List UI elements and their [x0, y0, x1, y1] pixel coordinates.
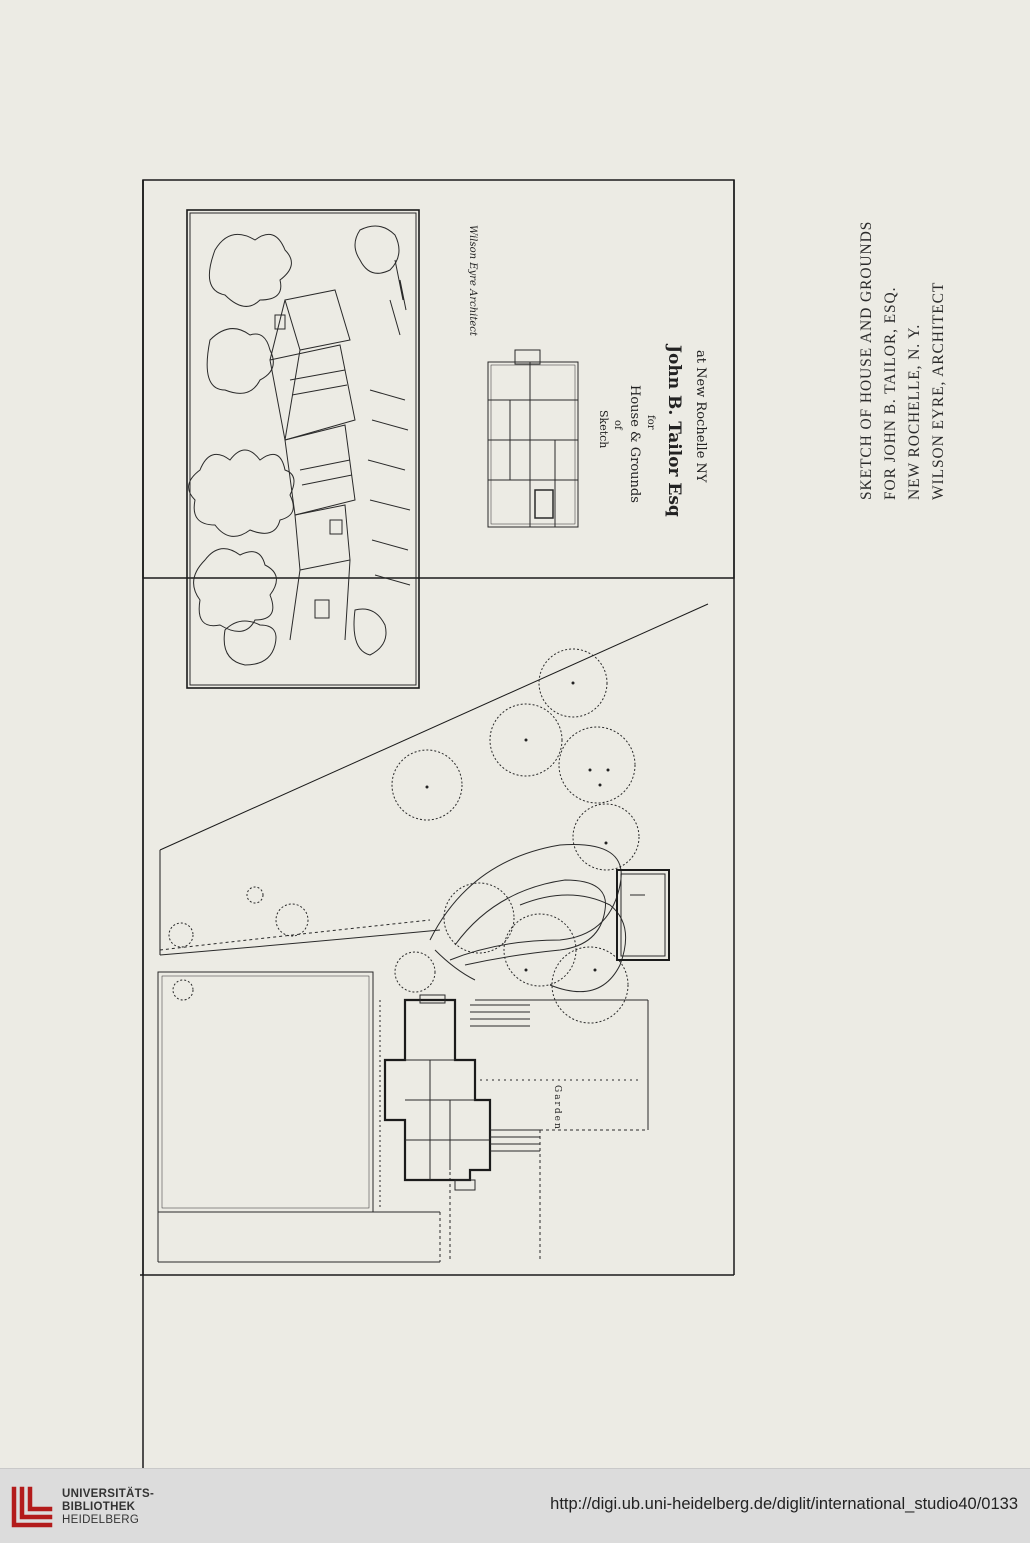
sketch-title-line-1: Sketch: [597, 410, 610, 449]
caption-line-4: WILSON EYRE, ARCHITECT: [930, 281, 947, 500]
lower-lot: [157, 971, 541, 1263]
property-line: [159, 603, 709, 851]
perspective-sketch: [186, 209, 420, 689]
garden-enclosure: [475, 999, 649, 1131]
sketch-title-line-3: House & Grounds: [627, 385, 642, 503]
viewer-footer: UNIVERSITÄTS- BIBLIOTHEK HEIDELBERG http…: [0, 1468, 1030, 1543]
trees: [168, 648, 640, 1024]
library-name-line-3: HEIDELBERG: [62, 1514, 140, 1526]
library-logo-icon: [11, 1486, 53, 1528]
garden-label: Garden: [552, 1085, 562, 1131]
plate-page: Wilson Eyre Architect Sketch of House & …: [140, 170, 960, 1468]
sketch-title-line-2: of: [612, 420, 623, 430]
caption-line-3: NEW ROCHELLE, N. Y.: [906, 323, 923, 500]
plate-caption: SKETCH OF HOUSE AND GROUNDS FOR JOHN B. …: [855, 170, 960, 500]
library-name-line-1: UNIVERSITÄTS-: [62, 1488, 155, 1500]
permalink-url[interactable]: http://digi.ub.uni-heidelberg.de/diglit/…: [550, 1495, 1018, 1513]
caption-line-2: FOR JOHN B. TAILOR, ESQ.: [882, 286, 899, 500]
outbuilding: [616, 869, 670, 961]
sketch-title-line-5: John B. Tailor Esq: [664, 345, 684, 517]
sketch-title-line-4: for: [645, 415, 656, 430]
sketch-signature: Wilson Eyre Architect: [467, 225, 478, 336]
architectural-drawing: [140, 179, 735, 1468]
sketch-title-line-6: at New Rochelle NY: [693, 350, 708, 483]
small-floor-plan: [487, 349, 579, 528]
house-plan: [372, 994, 540, 1210]
library-name-line-2: BIBLIOTHEK: [62, 1501, 136, 1513]
caption-line-1: SKETCH OF HOUSE AND GROUNDS: [858, 220, 875, 500]
drawing-frame: [142, 179, 735, 579]
